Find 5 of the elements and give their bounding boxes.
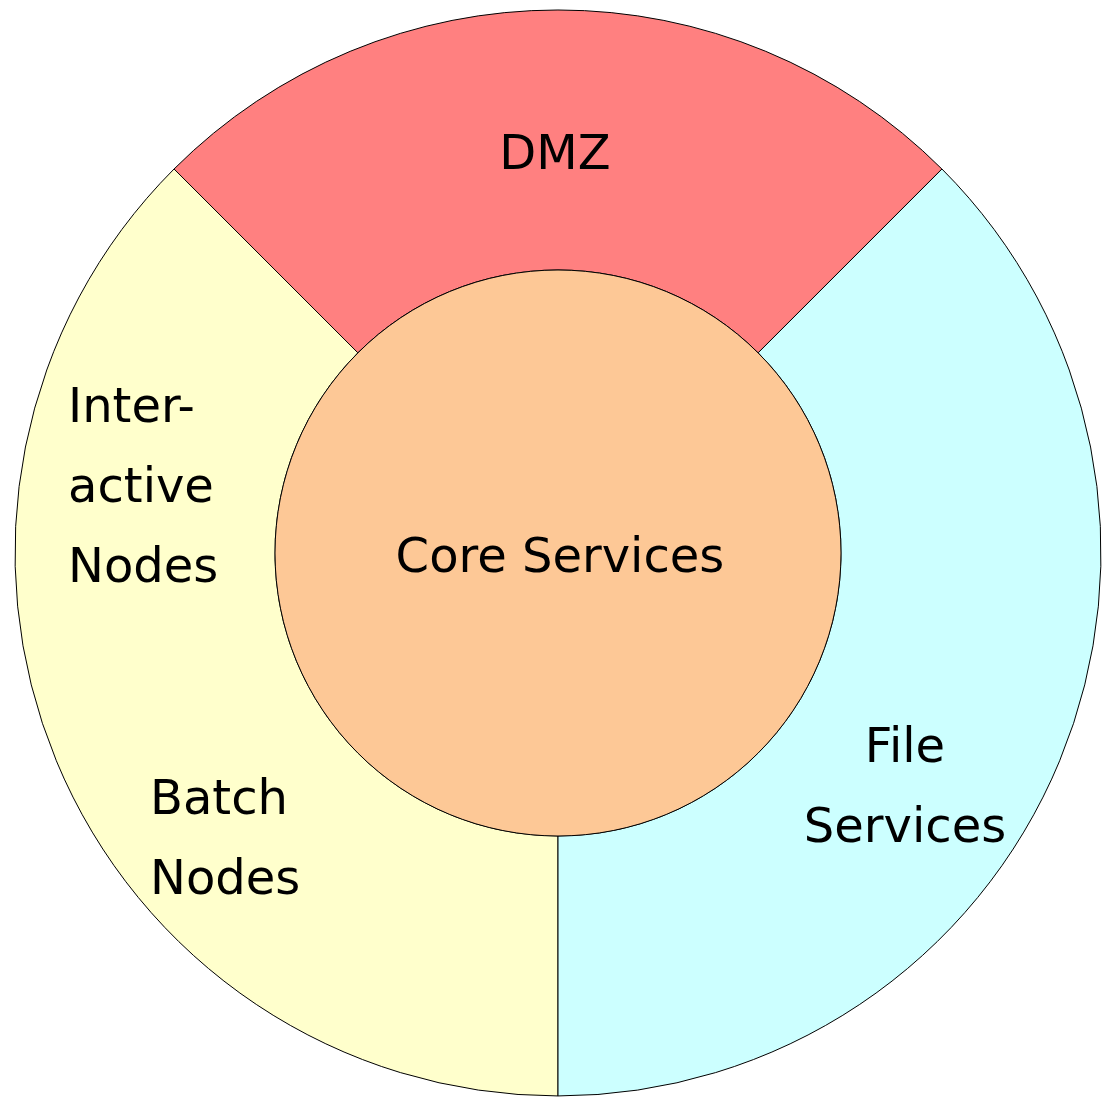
segment-label: File Services bbox=[802, 716, 1008, 855]
segment-label: Inter-active Nodes bbox=[68, 376, 220, 595]
segment-label: Batch Nodes bbox=[150, 768, 302, 907]
segment-label: Core Services bbox=[394, 526, 726, 585]
segment-label: DMZ bbox=[498, 123, 612, 182]
